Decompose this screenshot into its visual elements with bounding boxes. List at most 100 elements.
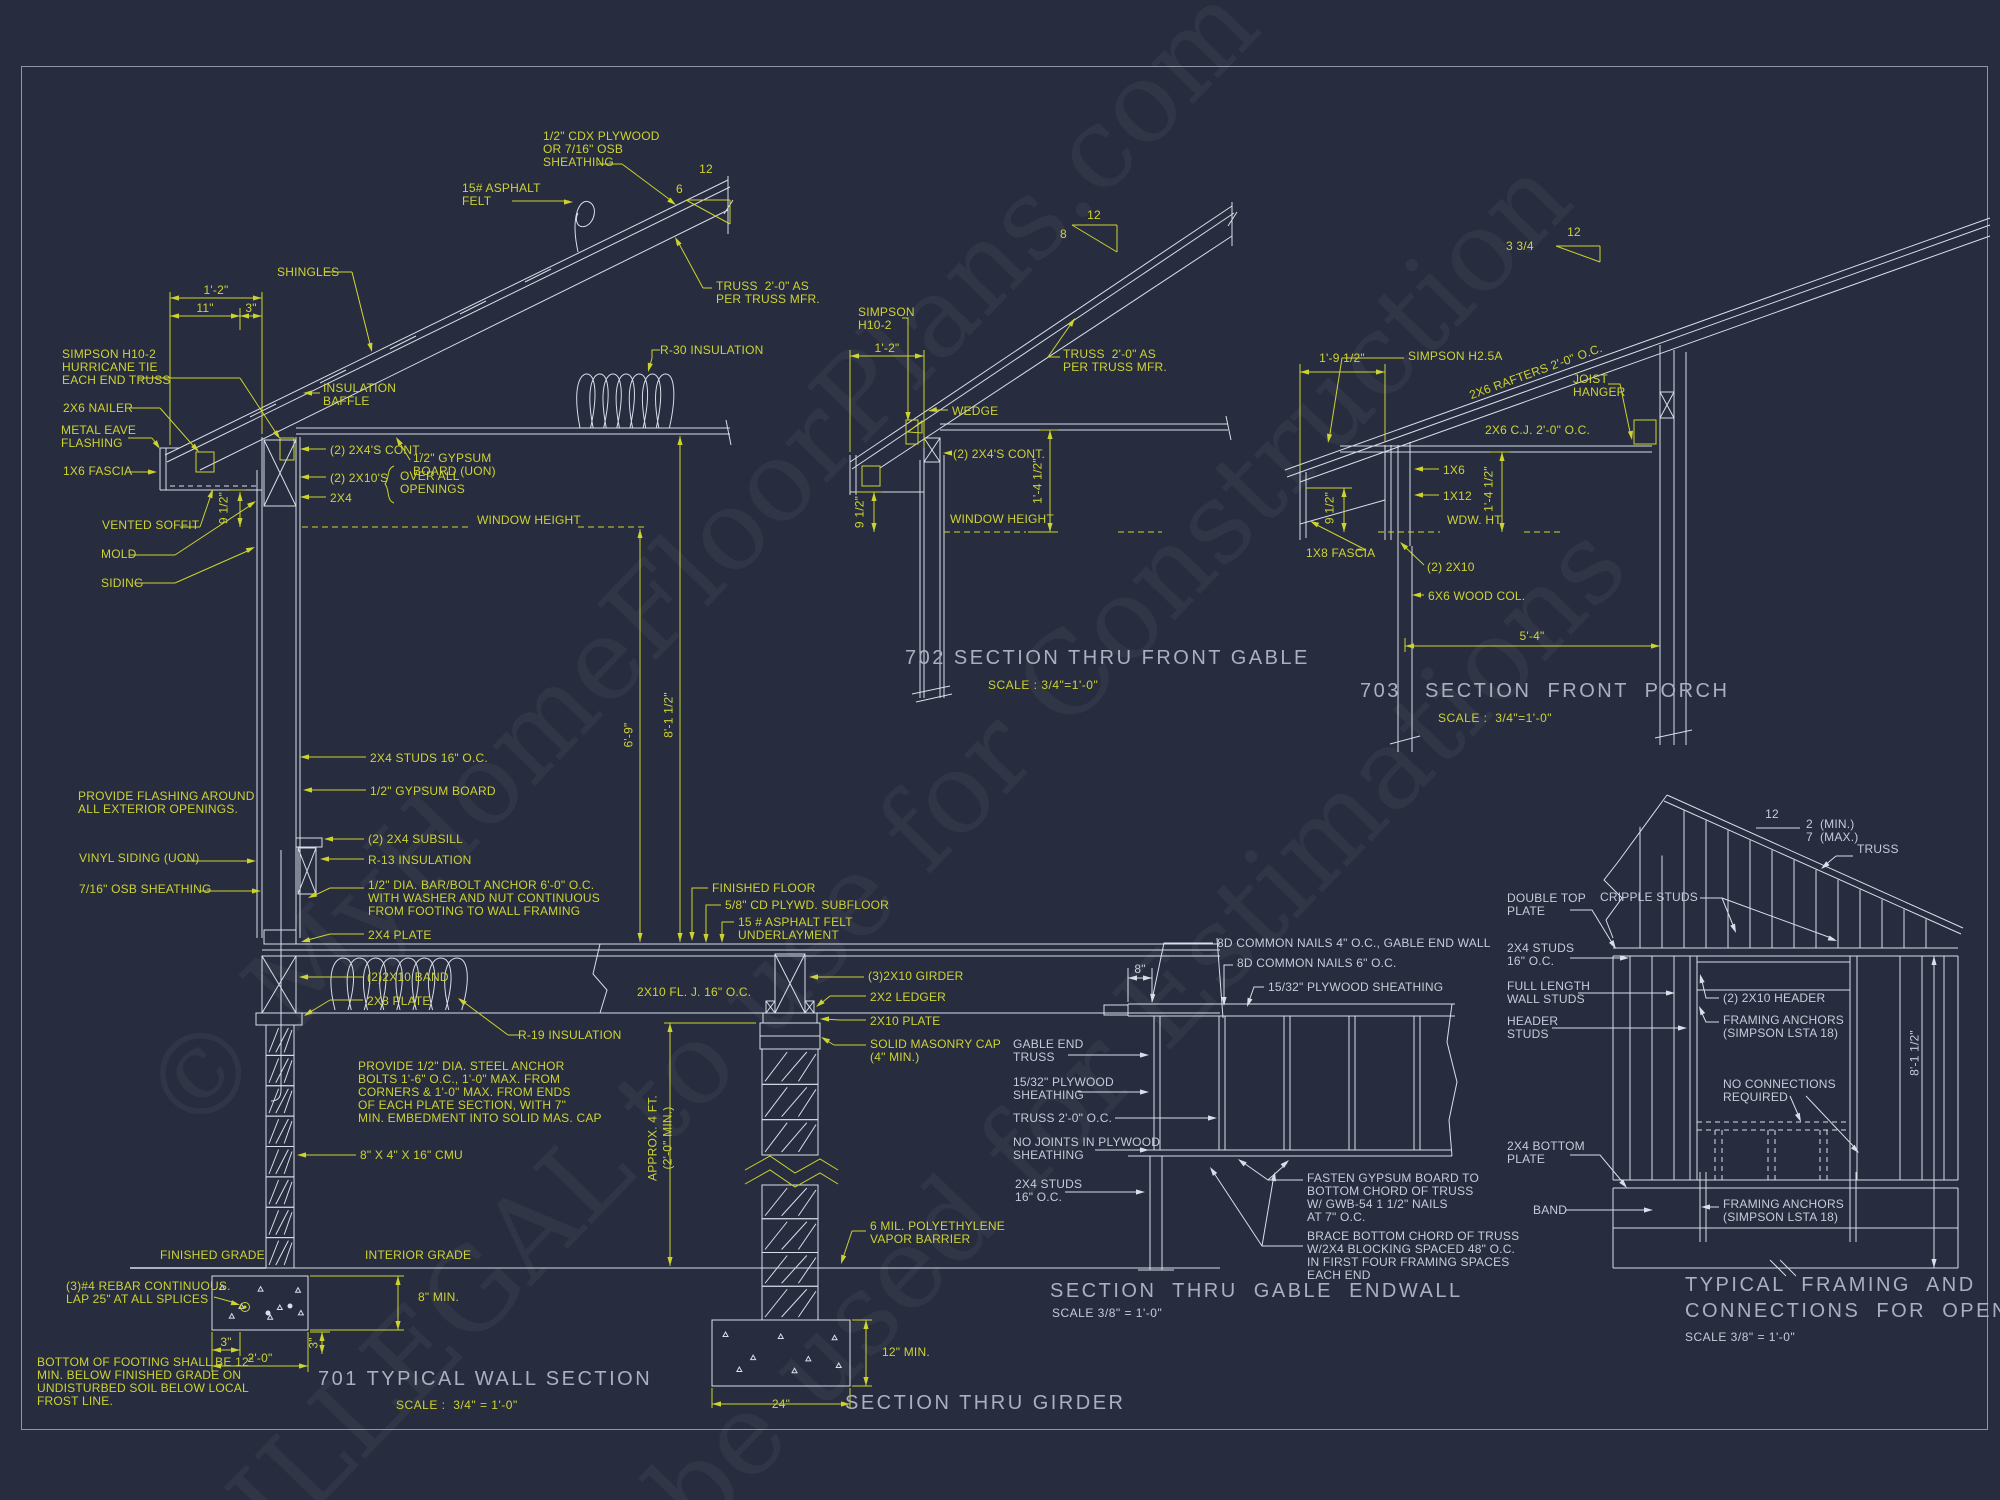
label-6-9: 6'-9" <box>621 722 636 748</box>
label-3-3-4: 3 3/4 <box>1506 239 1534 253</box>
label-6x6-wood-col: 6X6 WOOD COL. <box>1428 589 1526 603</box>
label-window-height: WINDOW HEIGHT <box>477 513 581 527</box>
section-title-section-thru-gable-endwall: SECTION THRU GABLE ENDWALL <box>1050 1280 1463 1302</box>
label-2-min-7-max: 2 (MIN.) 7 (MAX.) <box>1806 817 1859 844</box>
label-1-4-1-2: 1'-4 1/2" <box>1030 458 1045 504</box>
label-12: 12 <box>1567 225 1581 239</box>
label-2-2x4-s-cont: (2) 2X4'S CONT. <box>330 443 422 457</box>
section-title-section-702-thru-front-gable: 702 SECTION THRU FRONT GABLE <box>905 647 1310 669</box>
label-header-studs: HEADER STUDS <box>1507 1014 1559 1041</box>
label-8: 8 <box>1060 227 1067 241</box>
label-provide-1-2-dia-steel-anchor-b: PROVIDE 1/2" DIA. STEEL ANCHOR BOLTS 1'-… <box>358 1059 602 1125</box>
label-no-joints-in-plywood-sheathing: NO JOINTS IN PLYWOOD SHEATHING <box>1013 1135 1161 1162</box>
label-1-2-gypsum-board-uon: 1/2" GYPSUM BOARD (UON) <box>413 451 496 478</box>
label-framing-anchors-simpson-lsta-1: FRAMING ANCHORS (SIMPSON LSTA 18) <box>1723 1013 1845 1040</box>
label-2-2x10-s: (2) 2X10'S <box>330 471 389 485</box>
label-2-2x10: (2) 2X10 <box>1427 560 1475 574</box>
section-scale-section-703-front-porch: SCALE : 3/4"=1'-0" <box>1438 711 1553 725</box>
label-3: 3" <box>306 1337 321 1349</box>
label-2x4-studs-16-o-c: 2X4 STUDS 16" O.C. <box>1507 941 1575 968</box>
section-title-section-703-front-porch: 703 SECTION FRONT PORCH <box>1360 680 1730 702</box>
label-9-1-2: 9 1/2" <box>216 491 231 525</box>
label-mold: MOLD <box>101 547 137 561</box>
label-2x4: 2X4 <box>330 491 352 505</box>
label-12-min: 12" MIN. <box>882 1345 930 1359</box>
sheet-border <box>21 66 1988 1430</box>
label-2-2x4-s-cont: (2) 2X4'S CONT. <box>953 447 1045 461</box>
label-1-2-cdx-plywood-or-7-16-osb-sh: 1/2" CDX PLYWOOD OR 7/16" OSB SHEATHING <box>543 129 660 169</box>
label-15-asphalt-felt-underlayment: 15 # ASPHALT FELT UNDERLAYMENT <box>738 915 853 942</box>
label-r-30-insulation: R-30 INSULATION <box>660 343 764 357</box>
label-12: 12 <box>1087 208 1101 222</box>
section-title-section-701-typical-wall-secti: 701 TYPICAL WALL SECTION <box>318 1368 653 1390</box>
label-full-length-wall-studs: FULL LENGTH WALL STUDS <box>1507 979 1591 1006</box>
label-9-1-2: 9 1/2" <box>1322 491 1337 525</box>
label-3-4-rebar-continuous-lap-25-at: (3)#4 REBAR CONTINUOUS. LAP 25" AT ALL S… <box>66 1279 231 1306</box>
label-brace-bottom-chord-of-truss-w-: BRACE BOTTOM CHORD OF TRUSS W/2X4 BLOCKI… <box>1307 1229 1520 1282</box>
label-simpson-h10-2: SIMPSON H10-2 <box>858 305 915 332</box>
label-double-top-plate: DOUBLE TOP PLATE <box>1507 891 1586 918</box>
label-2x10-plate: 2X10 PLATE <box>870 1014 941 1028</box>
label-no-connections-required: NO CONNECTIONS REQUIRED <box>1723 1077 1836 1104</box>
label-6-mil-polyethylene-vapor-barri: 6 MIL. POLYETHYLENE VAPOR BARRIER <box>870 1219 1005 1246</box>
label-simpson-h10-2-hurricane-tie-ea: SIMPSON H10-2 HURRICANE TIE EACH END TRU… <box>62 347 171 387</box>
label-8-min: 8" MIN. <box>418 1290 459 1304</box>
label-3: 3" <box>245 301 257 315</box>
label-1x6: 1X6 <box>1443 463 1465 477</box>
label-band: BAND <box>1533 1203 1568 1217</box>
label-wedge: WEDGE <box>952 404 999 418</box>
label-9-1-2: 9 1/2" <box>852 495 867 529</box>
label-1x8-fascia: 1X8 FASCIA <box>1306 546 1376 560</box>
label-15-32-plywood-sheathing: 15/32" PLYWOOD SHEATHING <box>1013 1075 1114 1102</box>
label-8-1-1-2: 8'-1 1/2" <box>1907 1030 1922 1076</box>
label-cripple-studs: CRIPPLE STUDS <box>1600 890 1698 904</box>
label-truss: TRUSS <box>1857 842 1899 856</box>
label-6: 6 <box>676 182 683 196</box>
label-2x4-plate: 2X4 PLATE <box>368 928 432 942</box>
label-truss-2-0-as-per-truss-mfr: TRUSS 2'-0" AS PER TRUSS MFR. <box>716 279 820 306</box>
label-interior-grade: INTERIOR GRADE <box>365 1248 472 1262</box>
label-r-13-insulation: R-13 INSULATION <box>368 853 472 867</box>
label-window-height: WINDOW HEIGHT <box>950 512 1054 526</box>
label-1-2: 1'-2" <box>874 341 900 355</box>
label-2-2x10-band: (2)2X10 BAND <box>367 970 449 984</box>
label-8d-common-nails-4-o-c-gable-en: 8D COMMON NAILS 4" O.C., GABLE END WALL <box>1217 936 1491 950</box>
label-7-16-osb-sheathing: 7/16" OSB SHEATHING <box>79 882 212 896</box>
label-1-2: 1'-2" <box>203 283 229 297</box>
label-1-2-gypsum-board: 1/2" GYPSUM BOARD <box>370 784 496 798</box>
label-2x4-studs-16-o-c: 2X4 STUDS 16" O.C. <box>370 751 488 765</box>
label-8-1-1-2: 8'-1 1/2" <box>661 692 676 738</box>
label-framing-anchors-simpson-lsta-1: FRAMING ANCHORS (SIMPSON LSTA 18) <box>1723 1197 1845 1224</box>
label-8: 8" <box>1134 962 1146 976</box>
label-1-4-1-2: 1'-4 1/2" <box>1481 466 1496 512</box>
label-siding: SIDING <box>101 576 144 590</box>
label-2x2-ledger: 2X2 LEDGER <box>870 990 947 1004</box>
label-approx-4-ft: APPROX. 4 FT. <box>645 1095 660 1181</box>
label-joist-hanger: JOIST HANGER <box>1573 372 1626 399</box>
label-5-4: 5'-4" <box>1519 629 1545 643</box>
label-fasten-gypsum-board-to-bottom-: FASTEN GYPSUM BOARD TO BOTTOM CHORD OF T… <box>1307 1171 1479 1224</box>
label-simpson-h2-5a: SIMPSON H2.5A <box>1408 349 1503 363</box>
label-1x12: 1X12 <box>1443 489 1472 503</box>
label-2x6-nailer: 2X6 NAILER <box>63 401 134 415</box>
label-8-x-4-x-16-cmu: 8" X 4" X 16" CMU <box>360 1148 463 1162</box>
label-11: 11" <box>196 301 214 315</box>
label-2-2x10-header: (2) 2X10 HEADER <box>1723 991 1826 1005</box>
label-2x6-c-j-2-0-o-c: 2X6 C.J. 2'-0" O.C. <box>1485 423 1591 437</box>
section-scale-section-701-typical-wall-secti: SCALE : 3/4" = 1'-0" <box>396 1398 518 1412</box>
label-truss-2-0-o-c: TRUSS 2'-0" O.C. <box>1013 1111 1113 1125</box>
label-2x8-plate: 2X8 PLATE <box>367 994 431 1008</box>
label-15-32-plywood-sheathing: 15/32" PLYWOOD SHEATHING <box>1268 980 1444 994</box>
section-scale-section-702-thru-front-gable: SCALE : 3/4"=1'-0" <box>988 678 1099 692</box>
label-vented-soffit: VENTED SOFFIT <box>102 518 200 532</box>
label-12: 12 <box>699 162 713 176</box>
label-r-19-insulation: R-19 INSULATION <box>518 1028 622 1042</box>
label-2x4-bottom-plate: 2X4 BOTTOM PLATE <box>1507 1139 1585 1166</box>
label-2-0: 2'-0" <box>247 1351 273 1365</box>
label-1-9-1-2: 1'-9 1/2" <box>1319 351 1365 365</box>
label-2x4-studs-16-o-c: 2X4 STUDS 16" O.C. <box>1015 1177 1083 1204</box>
label-gable-end-truss: GABLE END TRUSS <box>1013 1037 1084 1064</box>
section-title-section-thru-girder: SECTION THRU GIRDER <box>845 1392 1126 1414</box>
